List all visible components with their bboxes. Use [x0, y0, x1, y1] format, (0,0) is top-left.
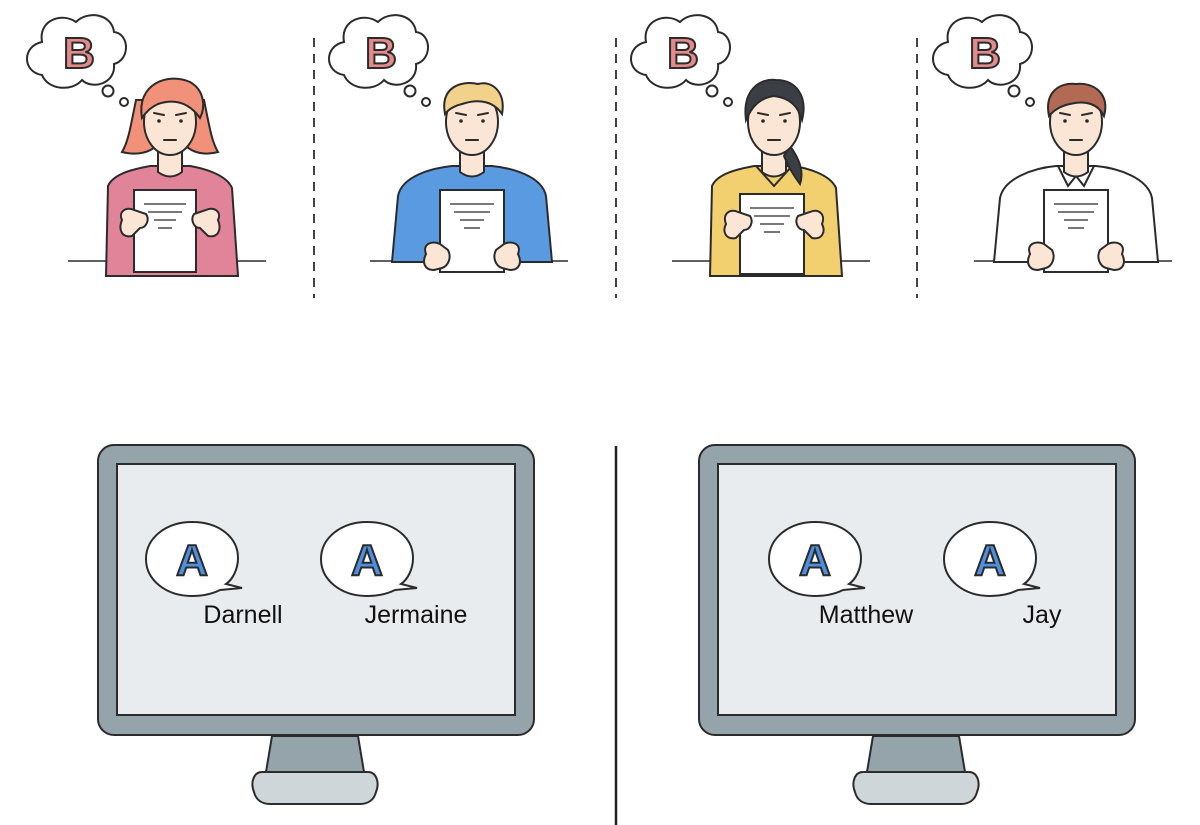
- person-panel-2: B: [328, 14, 568, 273]
- facial-features: [153, 112, 187, 141]
- thought-letter: B: [667, 29, 699, 78]
- paper-sheet: [739, 193, 805, 275]
- thought-letter: B: [63, 29, 95, 78]
- left-eyebrow: [455, 112, 467, 116]
- paper-sheet: [133, 189, 197, 273]
- speech-letter: A: [974, 536, 1006, 585]
- facial-features: [1059, 112, 1093, 141]
- right-eye: [481, 119, 485, 123]
- hair-front: [443, 82, 504, 117]
- hair-front: [1047, 82, 1107, 119]
- candidate-name-darnell: Darnell: [203, 601, 282, 629]
- monitor-stand-base: [852, 771, 980, 805]
- speech-bubble-shape: [942, 520, 1041, 598]
- thought-bubble-cloud: [328, 14, 429, 89]
- candidate-name-matthew: Matthew: [819, 601, 914, 629]
- speech-bubble-3: A: [767, 520, 866, 598]
- thought-dot-large: [101, 84, 115, 98]
- thought-dot-small: [1025, 97, 1035, 107]
- speech-bubble-shape: [144, 520, 243, 598]
- ponytail: [782, 144, 803, 187]
- hair-front: [744, 78, 805, 124]
- speech-bubble-shape: [767, 520, 866, 598]
- speech-letter: A: [176, 536, 208, 585]
- left-eye: [459, 119, 463, 123]
- thought-dot-small: [421, 97, 431, 107]
- speech-bubble-1: A: [144, 520, 243, 598]
- left-hand: [1027, 241, 1055, 272]
- person-figure-man-blond-hair: [390, 82, 554, 273]
- monitor-stand-base: [251, 771, 379, 805]
- speech-letter: A: [799, 536, 831, 585]
- speech-bubble-4: A: [942, 520, 1041, 598]
- right-eye: [1085, 119, 1089, 123]
- hair-front: [140, 77, 205, 121]
- right-eyebrow: [477, 112, 489, 116]
- thought-dot-large: [1007, 84, 1021, 98]
- right-hand: [493, 241, 521, 272]
- thought-bubble-cloud: [26, 14, 127, 89]
- left-eyebrow: [757, 112, 769, 116]
- facial-features: [455, 112, 489, 141]
- left-eyebrow: [1059, 112, 1071, 116]
- thought-bubble: B: [328, 14, 431, 107]
- right-eyebrow: [175, 112, 187, 116]
- neck: [157, 149, 183, 178]
- right-eye: [179, 119, 183, 123]
- left-eye: [157, 119, 161, 123]
- thought-dot-large: [403, 84, 417, 98]
- candidate-name-jermaine: Jermaine: [365, 601, 468, 629]
- thought-bubble: B: [26, 14, 129, 107]
- monitor-screen: [717, 463, 1117, 716]
- person-separators: [313, 38, 918, 298]
- person-panel-3: B: [630, 14, 870, 277]
- monitor-right: A A Matthew Jay: [698, 444, 1136, 805]
- paper-lines: [450, 203, 494, 229]
- thought-bubble-cloud: [630, 14, 731, 89]
- right-hand: [191, 207, 221, 238]
- person-figure-woman-dark-hair: [708, 78, 844, 277]
- facial-features: [757, 112, 791, 141]
- monitor-stand-neck: [865, 735, 967, 773]
- person-figure-woman-red-hair: [104, 77, 240, 277]
- neck: [1063, 149, 1089, 178]
- paper-lines: [750, 207, 794, 233]
- candidate-name-jay: Jay: [1023, 601, 1062, 629]
- left-eye: [1063, 119, 1067, 123]
- left-hand: [723, 209, 753, 240]
- paper-lines: [1054, 203, 1098, 229]
- speech-bubble-2: A: [319, 520, 418, 598]
- left-hand: [423, 241, 451, 272]
- thought-letter: B: [969, 29, 1001, 78]
- thought-letter: B: [365, 29, 397, 78]
- neck: [459, 149, 485, 178]
- right-hand: [795, 209, 825, 240]
- monitor-stand-neck: [264, 735, 366, 773]
- speech-bubble-shape: [319, 520, 418, 598]
- right-eyebrow: [1081, 112, 1093, 116]
- thought-dot-large: [705, 84, 719, 98]
- left-hand: [119, 207, 149, 238]
- person-panel-1: B: [26, 14, 266, 277]
- left-eye: [761, 119, 765, 123]
- right-hand: [1097, 241, 1125, 272]
- thought-dot-small: [119, 97, 129, 107]
- left-eyebrow: [153, 112, 165, 116]
- person-figure-man-brown-hair: [992, 82, 1160, 273]
- neck: [761, 149, 787, 178]
- monitor-left: A A Darnell Jermaine: [97, 444, 535, 805]
- monitor-screen: [116, 463, 516, 716]
- right-eye: [783, 119, 787, 123]
- thought-bubble: B: [630, 14, 733, 107]
- thought-dot-small: [723, 97, 733, 107]
- thought-bubble-cloud: [932, 14, 1033, 89]
- paper-lines: [144, 203, 186, 229]
- person-panel-4: B: [932, 14, 1172, 273]
- speech-letter: A: [351, 536, 383, 585]
- thought-bubble: B: [932, 14, 1035, 107]
- right-eyebrow: [779, 112, 791, 116]
